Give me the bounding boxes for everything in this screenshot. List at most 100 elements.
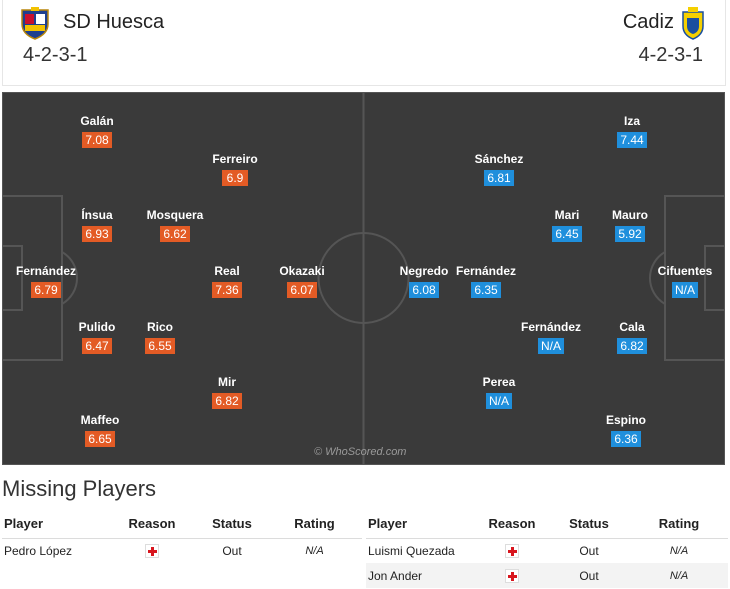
away-player[interactable]: Mauro 5.92 — [595, 208, 665, 243]
away-player[interactable]: Fernández N/A — [516, 320, 586, 355]
player-rating: 6.55 — [145, 338, 175, 354]
home-player[interactable]: Galán 7.08 — [62, 114, 132, 149]
player-rating: 6.65 — [85, 431, 115, 447]
player-name: Cala — [619, 320, 645, 334]
away-formation: 4-2-3-1 — [638, 44, 703, 66]
away-player[interactable]: Sánchez 6.81 — [464, 152, 534, 187]
player-rating: 6.62 — [160, 226, 190, 242]
home-player[interactable]: Maffeo 6.65 — [65, 413, 135, 448]
player-name: Rico — [146, 320, 173, 334]
home-missing-table: Player Reason Status Rating Pedro López … — [2, 510, 362, 563]
col-header-reason: Reason — [107, 510, 197, 539]
player-rating: N/A — [537, 338, 564, 354]
away-player[interactable]: Negredo 6.08 — [389, 264, 459, 299]
home-player[interactable]: Okazaki 6.07 — [267, 264, 337, 299]
formation-pitch: Galán 7.08 Ferreiro 6.9 Ínsua 6.93 Mosqu… — [2, 92, 725, 465]
player-name: Mauro — [612, 208, 648, 222]
player-rating: 6.93 — [82, 226, 112, 242]
player-name: Iza — [623, 114, 640, 128]
whoscored-watermark: © WhoScored.com — [314, 446, 407, 458]
away-player[interactable]: Fernández 6.35 — [451, 264, 521, 299]
player-name: Mari — [554, 208, 580, 222]
cadiz-crest-icon[interactable] — [677, 6, 709, 40]
home-team-name[interactable]: SD Huesca — [63, 11, 165, 33]
player-rating: 6.36 — [611, 431, 641, 447]
player-rating: N/A — [671, 282, 698, 298]
player-name: Perea — [482, 375, 516, 389]
player-rating: 6.45 — [552, 226, 582, 242]
player-name: Fernández — [15, 264, 76, 278]
player-rating: 6.07 — [287, 282, 317, 298]
missing-status: Out — [579, 543, 599, 558]
player-name: Galán — [80, 114, 114, 128]
away-player[interactable]: Espino 6.36 — [591, 413, 661, 448]
player-rating: 5.92 — [615, 226, 645, 242]
injury-cross-icon — [145, 544, 159, 559]
player-rating: 6.81 — [484, 170, 514, 186]
missing-rating: N/A — [305, 544, 324, 557]
missing-player-name[interactable]: Jon Ander — [366, 563, 476, 588]
away-player[interactable]: Perea N/A — [464, 375, 534, 410]
away-player[interactable]: Iza 7.44 — [597, 114, 667, 149]
player-name: Cifuentes — [657, 264, 713, 278]
home-player[interactable]: Rico 6.55 — [125, 320, 195, 355]
home-player[interactable]: Ferreiro 6.9 — [200, 152, 270, 187]
player-rating: 6.35 — [471, 282, 501, 298]
player-rating: 7.08 — [82, 132, 112, 148]
away-missing-table: Player Reason Status Rating Luismi Queza… — [366, 510, 728, 588]
player-name: Sánchez — [474, 152, 524, 166]
home-player[interactable]: Mosquera 6.62 — [140, 208, 210, 243]
player-rating: 7.36 — [212, 282, 242, 298]
col-header-player: Player — [2, 510, 107, 539]
table-row: Jon Ander Out N/A — [366, 563, 728, 588]
missing-status: Out — [222, 543, 242, 558]
player-rating: N/A — [485, 393, 512, 409]
player-rating: 6.47 — [82, 338, 112, 354]
missing-rating: N/A — [669, 544, 689, 557]
missing-rating: N/A — [630, 563, 728, 588]
table-row: Luismi Quezada Out N/A — [366, 538, 728, 563]
col-header-player: Player — [366, 510, 476, 539]
player-name: Mosquera — [146, 208, 204, 222]
match-header: SD Huesca 4-2-3-1 Cadiz 4-2-3-1 — [2, 0, 726, 86]
missing-player-name[interactable]: Pedro López — [4, 543, 73, 558]
player-name: Ínsua — [81, 208, 113, 222]
pitch-markings — [2, 92, 725, 465]
col-header-status: Status — [548, 510, 630, 539]
away-player[interactable]: Mari 6.45 — [532, 208, 602, 243]
away-player[interactable]: Cifuentes N/A — [650, 264, 720, 299]
col-header-rating: Rating — [267, 510, 362, 539]
player-rating: 7.44 — [617, 132, 647, 148]
player-rating: 6.08 — [409, 282, 439, 298]
player-name: Fernández — [455, 264, 516, 278]
home-player[interactable]: Fernández 6.79 — [11, 264, 81, 299]
home-player[interactable]: Pulido 6.47 — [62, 320, 132, 355]
player-name: Maffeo — [80, 413, 120, 427]
col-header-rating: Rating — [630, 510, 728, 539]
player-name: Ferreiro — [212, 152, 258, 166]
missing-players-title: Missing Players — [2, 476, 157, 501]
player-rating: 6.82 — [212, 393, 242, 409]
huesca-crest-icon[interactable] — [19, 6, 51, 40]
injury-cross-icon — [505, 544, 519, 559]
player-name: Okazaki — [279, 264, 325, 278]
away-team-name[interactable]: Cadiz — [622, 11, 674, 33]
home-player[interactable]: Real 7.36 — [192, 264, 262, 299]
player-name: Mir — [218, 375, 236, 389]
player-name: Espino — [605, 413, 646, 427]
player-rating: 6.9 — [222, 170, 248, 186]
injury-cross-icon — [505, 568, 519, 583]
player-rating: 6.82 — [617, 338, 647, 354]
home-formation: 4-2-3-1 — [23, 44, 88, 66]
missing-player-name[interactable]: Luismi Quezada — [368, 543, 455, 558]
player-name: Pulido — [78, 320, 116, 334]
home-player[interactable]: Mir 6.82 — [192, 375, 262, 410]
col-header-reason: Reason — [476, 510, 548, 539]
player-rating: 6.79 — [31, 282, 61, 298]
player-name: Real — [214, 264, 240, 278]
home-player[interactable]: Ínsua 6.93 — [62, 208, 132, 243]
table-row: Pedro López Out N/A — [2, 538, 362, 563]
away-player[interactable]: Cala 6.82 — [597, 320, 667, 355]
missing-status: Out — [548, 563, 630, 588]
col-header-status: Status — [197, 510, 267, 539]
